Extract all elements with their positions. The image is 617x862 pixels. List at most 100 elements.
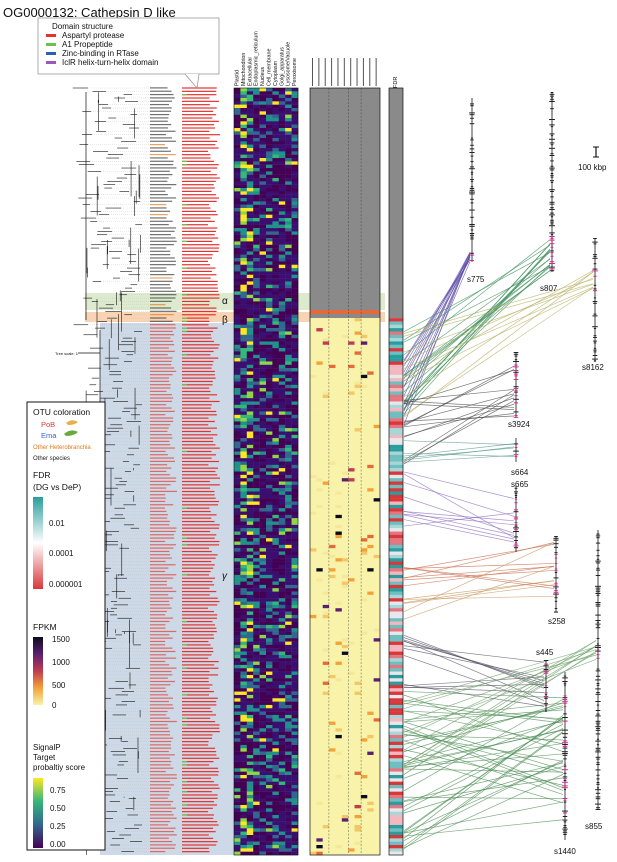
localization-cell xyxy=(246,414,254,419)
expression-cell xyxy=(310,804,317,809)
localization-cell xyxy=(253,811,260,816)
expression-cell xyxy=(335,351,343,355)
localization-cell xyxy=(278,791,286,796)
localization-cell xyxy=(259,401,267,406)
localization-cell xyxy=(285,191,292,195)
localization-cell xyxy=(246,138,254,142)
localization-cell xyxy=(291,621,299,626)
expression-cell xyxy=(360,401,368,406)
localization-cell xyxy=(291,568,299,572)
localization-cell xyxy=(278,551,286,556)
localization-cell xyxy=(266,458,273,462)
localization-cell xyxy=(234,181,241,185)
expression-cell xyxy=(316,654,323,659)
domain-bar xyxy=(182,197,219,199)
tree-leaf-label xyxy=(150,314,174,316)
localization-cell xyxy=(253,358,260,362)
expression-cell xyxy=(316,421,323,426)
domain-bar xyxy=(182,827,214,829)
localization-cell xyxy=(266,418,273,422)
domain-bar xyxy=(182,454,216,456)
expression-cell xyxy=(335,451,343,456)
localization-cell xyxy=(240,414,247,419)
localization-cell xyxy=(246,154,254,159)
localization-cell xyxy=(253,548,260,552)
localization-cell xyxy=(278,381,286,385)
expression-cell xyxy=(360,548,368,552)
expression-cell xyxy=(373,578,381,582)
expression-cell xyxy=(322,698,330,702)
localization-cell xyxy=(253,841,260,846)
expression-cell xyxy=(335,594,343,599)
localization-cell xyxy=(266,634,273,639)
localization-cell xyxy=(234,254,241,259)
expression-cell xyxy=(335,551,343,556)
tree-leaf-label xyxy=(150,780,170,783)
expression-cell xyxy=(335,634,343,639)
localization-cell xyxy=(259,461,267,466)
localization-cell xyxy=(272,161,279,165)
expression-cell xyxy=(367,328,374,332)
localization-cell xyxy=(234,734,241,739)
localization-cell xyxy=(266,441,273,446)
localization-cell xyxy=(272,774,279,779)
localization-cell xyxy=(278,168,286,172)
expression-cell xyxy=(335,758,343,762)
localization-cell xyxy=(259,161,267,165)
domain-propeptide-bar xyxy=(182,667,187,669)
domain-bar xyxy=(182,670,210,673)
expression-cell xyxy=(367,771,374,776)
localization-cell xyxy=(266,744,273,749)
localization-cell xyxy=(246,161,254,165)
expression-cell xyxy=(354,534,362,539)
tree-leaf-label xyxy=(150,784,174,786)
expression-cell xyxy=(348,578,355,582)
localization-cell xyxy=(272,671,279,676)
localization-cell xyxy=(285,478,292,482)
localization-cell xyxy=(253,791,260,796)
expression-cell xyxy=(354,371,362,375)
expression-cell xyxy=(310,318,317,322)
localization-cell xyxy=(278,221,286,225)
expression-cell xyxy=(329,764,336,769)
localization-cell xyxy=(246,531,254,536)
expression-cell xyxy=(322,378,330,382)
expression-cell xyxy=(341,521,349,526)
expression-cell xyxy=(373,804,381,809)
localization-cell xyxy=(291,134,299,139)
localization-cell xyxy=(253,248,260,252)
expression-cell xyxy=(360,681,368,686)
expression-cell xyxy=(335,421,343,426)
localization-cell xyxy=(291,514,299,519)
localization-cell xyxy=(291,528,299,532)
localization-cell xyxy=(234,294,241,299)
localization-cell xyxy=(278,361,286,365)
expression-cell xyxy=(335,814,343,819)
localization-cell xyxy=(259,158,267,162)
localization-cell xyxy=(259,411,267,416)
expression-cell xyxy=(322,548,330,552)
expression-cell xyxy=(348,534,355,539)
localization-cell xyxy=(246,678,254,682)
expression-cell xyxy=(310,684,317,689)
expression-cell xyxy=(316,401,323,406)
localization-cell xyxy=(234,228,241,232)
localization-cell xyxy=(246,171,254,175)
expression-cell xyxy=(322,461,330,466)
localization-cell xyxy=(234,738,241,742)
localization-cell xyxy=(240,668,247,672)
localization-cell xyxy=(266,151,273,155)
localization-cell xyxy=(253,701,260,706)
expression-cell xyxy=(367,344,374,349)
localization-cell xyxy=(234,261,241,265)
expression-cell xyxy=(373,624,381,629)
localization-cell xyxy=(285,331,292,335)
localization-cell xyxy=(285,561,292,566)
localization-cell xyxy=(266,828,273,832)
expression-cell xyxy=(367,388,374,392)
domain-bar xyxy=(182,384,213,386)
localization-cell xyxy=(278,711,286,716)
expression-cell xyxy=(341,734,349,739)
expression-cell xyxy=(316,518,323,522)
localization-cell xyxy=(272,591,279,596)
